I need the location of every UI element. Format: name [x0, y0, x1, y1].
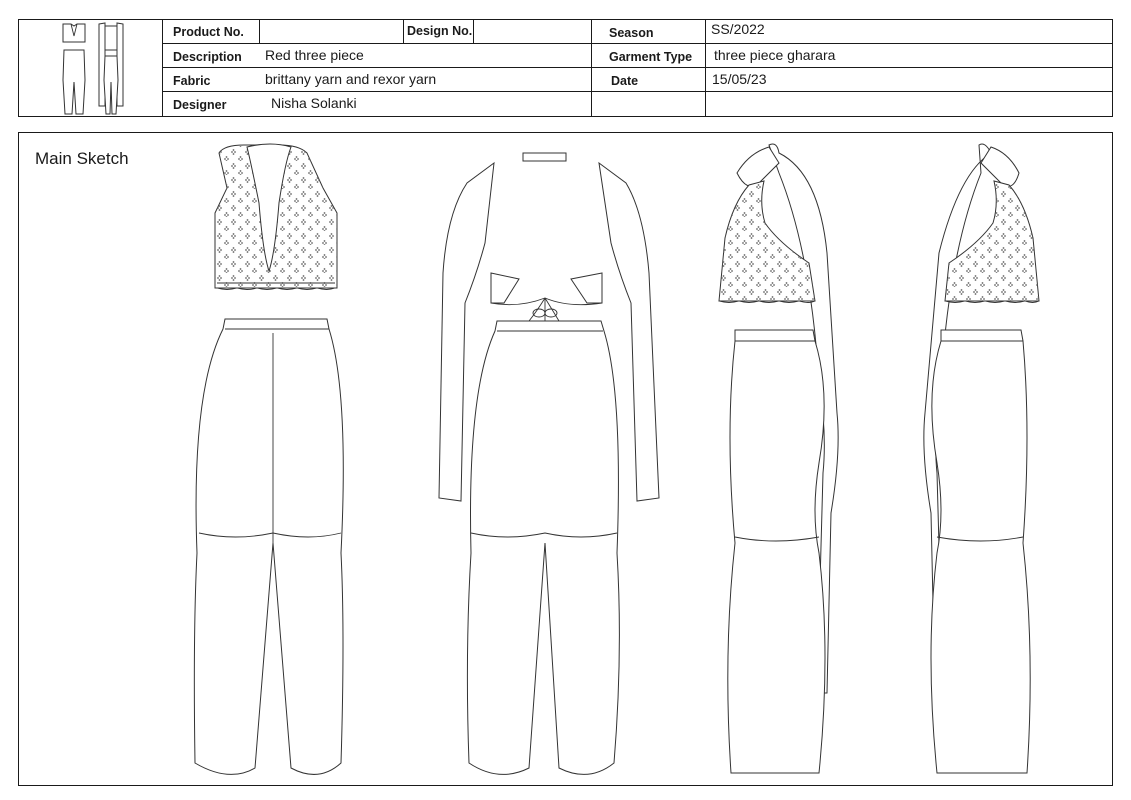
season-value: SS/2022: [711, 21, 765, 37]
description-value: Red three piece: [265, 47, 364, 63]
thumbnail-sketch: [19, 20, 163, 116]
main-sketch-panel: Main Sketch: [18, 132, 1113, 786]
product-no-label: Product No.: [173, 25, 244, 39]
left-side-view-icon: [923, 143, 1040, 774]
fabric-value: brittany yarn and rexor yarn: [265, 71, 437, 87]
season-label: Season: [609, 26, 654, 40]
garment-type-value: three piece gharara: [714, 47, 836, 63]
designer-label: Designer: [173, 98, 227, 112]
right-side-view-icon: [718, 143, 839, 774]
fabric-label: Fabric: [173, 74, 211, 88]
back-view-icon: [438, 152, 660, 775]
design-no-label: Design No.: [407, 24, 473, 38]
garment-type-label: Garment Type: [609, 50, 693, 64]
designer-value: Nisha Solanki: [271, 95, 357, 111]
garment-sketch-canvas: [193, 143, 1040, 775]
date-label: Date: [611, 74, 639, 88]
sketch-title: Main Sketch: [35, 149, 129, 168]
thumbnail-sketch-icon: [62, 22, 124, 115]
date-value: 15/05/23: [712, 71, 767, 87]
spec-table: Product No. Design No. Season SS/2022 De…: [18, 19, 1113, 117]
front-view-icon: [193, 143, 344, 775]
description-label: Description: [173, 50, 242, 64]
